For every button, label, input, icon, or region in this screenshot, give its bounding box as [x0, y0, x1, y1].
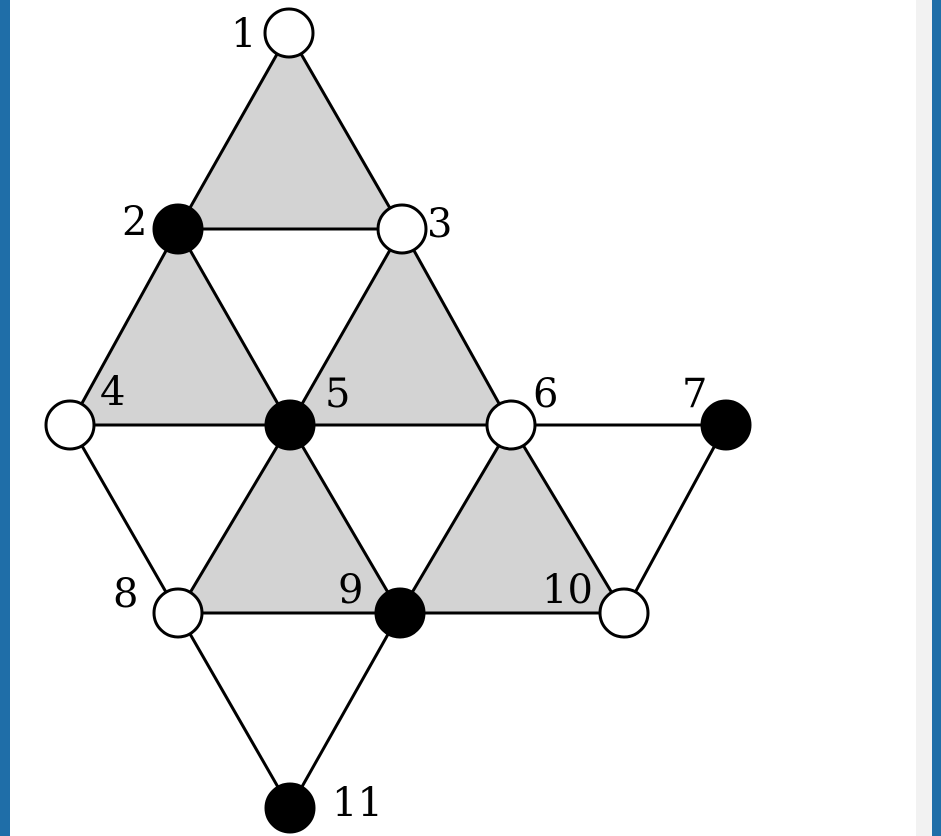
shaded-triangles: [70, 33, 624, 613]
node-2-filled: [152, 203, 204, 255]
node-1-open: [263, 7, 315, 59]
graph-edges: [68, 32, 728, 809]
edge-3-5: [288, 228, 404, 426]
node-11-filled: [264, 782, 316, 834]
node-7-filled: [700, 399, 752, 451]
edge-5-9: [288, 424, 402, 614]
node-5-filled: [264, 399, 316, 451]
node-3-open: [376, 203, 428, 255]
node-4-open: [44, 399, 96, 451]
diagram-canvas: 1 2 3 4 5 6 7 8 9 10 11: [10, 0, 916, 836]
shaded-triangle-5-8-9: [178, 425, 400, 613]
edge-3-6: [400, 228, 513, 426]
node-label-4: 4: [100, 369, 125, 415]
graph-diagram: 1 2 3 4 5 6 7 8 9 10 11: [44, 7, 752, 834]
edge-9-11: [288, 612, 402, 809]
edge-6-10: [509, 424, 626, 614]
edge-1-2: [176, 32, 291, 230]
node-label-1: 1: [231, 11, 256, 57]
node-8-open: [152, 587, 204, 639]
node-6-open: [485, 399, 537, 451]
shaded-triangle-3-5-6: [290, 229, 511, 425]
edge-5-8: [176, 424, 292, 614]
node-label-5: 5: [325, 371, 350, 417]
node-label-7: 7: [682, 371, 707, 417]
edge-1-3: [287, 32, 404, 230]
node-label-6: 6: [533, 371, 558, 417]
edge-4-8: [68, 424, 180, 614]
graph-nodes: [44, 7, 752, 834]
node-10-open: [598, 587, 650, 639]
node-9-filled: [374, 587, 426, 639]
edge-8-11: [176, 612, 292, 809]
node-label-2: 2: [122, 199, 147, 245]
scrollbar-track: [916, 0, 932, 836]
edge-2-4: [68, 228, 180, 426]
shaded-triangle-2-4-5: [70, 229, 290, 425]
edge-7-10: [622, 424, 728, 614]
node-label-10: 10: [542, 567, 593, 613]
edge-6-9: [398, 424, 513, 614]
shaded-triangle-1-2-3: [178, 33, 402, 229]
edge-2-5: [176, 228, 292, 426]
node-label-9: 9: [338, 567, 363, 613]
node-labels: 1 2 3 4 5 6 7 8 9 10 11: [100, 11, 707, 826]
shaded-triangle-6-9-10: [400, 425, 624, 613]
node-label-3: 3: [427, 201, 452, 247]
node-label-11: 11: [332, 780, 383, 826]
node-label-8: 8: [113, 571, 138, 617]
